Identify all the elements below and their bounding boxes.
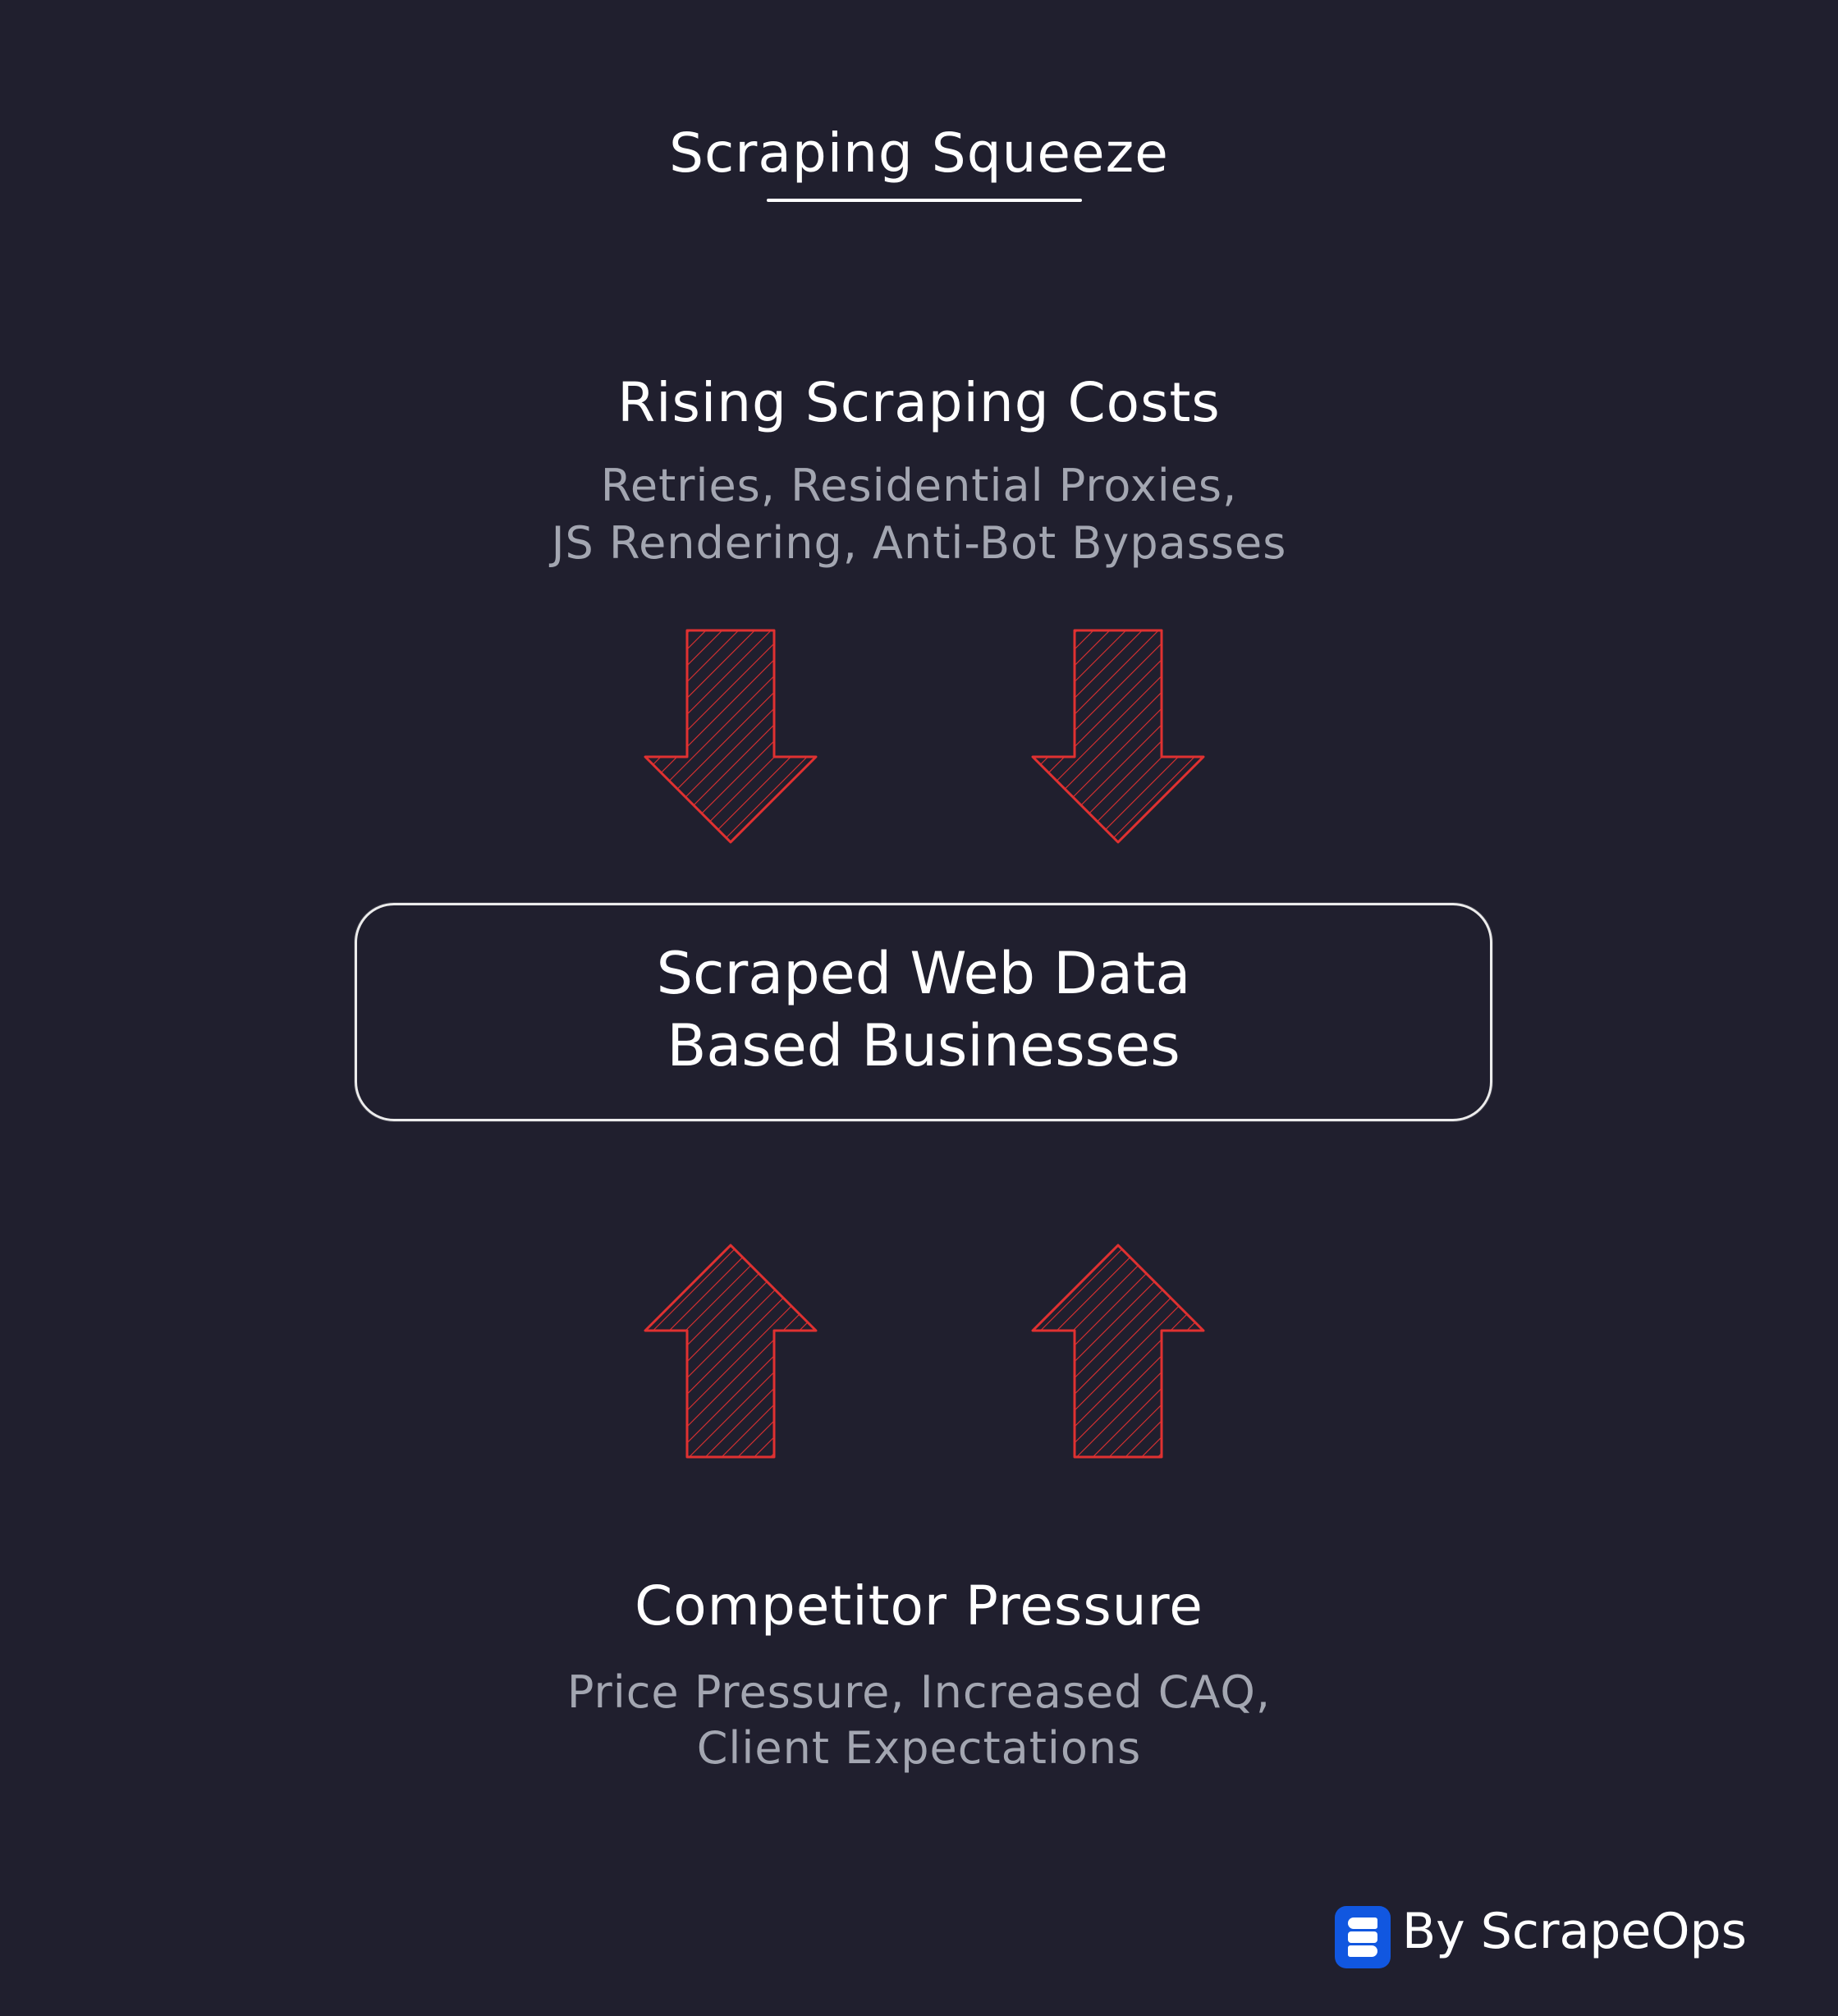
center-box-line-2: Based Businesses <box>667 1012 1180 1079</box>
top-sub-line-2: JS Rendering, Anti-Bot Bypasses <box>551 517 1287 569</box>
up-arrow-icon <box>644 1244 818 1459</box>
center-box: Scraped Web Data Based Businesses <box>355 903 1492 1121</box>
bottom-heading: Competitor Pressure <box>635 1574 1203 1638</box>
center-box-line-1: Scraped Web Data <box>656 940 1191 1007</box>
bottom-sub-line-1: Price Pressure, Increased CAQ, <box>566 1666 1272 1718</box>
bottom-sub-line-2: Client Expectations <box>696 1722 1142 1774</box>
byline: By ScrapeOps <box>1402 1903 1747 1960</box>
scrapeops-logo-icon <box>1335 1906 1391 1968</box>
title-underline <box>767 199 1082 202</box>
diagram-title: Scraping Squeeze <box>669 121 1169 185</box>
down-arrow-icon <box>1031 629 1205 844</box>
down-arrow-icon <box>644 629 818 844</box>
top-heading: Rising Scraping Costs <box>617 371 1221 434</box>
top-sub-line-1: Retries, Residential Proxies, <box>600 460 1238 511</box>
up-arrow-icon <box>1031 1244 1205 1459</box>
